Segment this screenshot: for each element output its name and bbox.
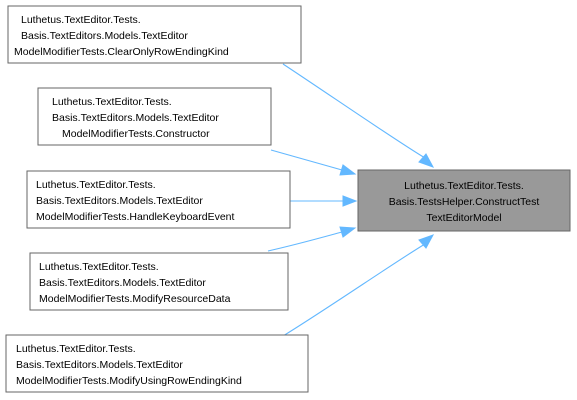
edge-caller-5 [282, 243, 426, 337]
caller-node-constructor[interactable]: Luthetus.TextEditor.Tests. Basis.TextEdi… [37, 87, 272, 146]
target-line-2: Basis.TestsHelper.ConstructTest [389, 196, 540, 208]
caller-node-clear-only-row-ending-kind[interactable]: Luthetus.TextEditor.Tests. Basis.TextEdi… [7, 5, 302, 64]
target-line-3: TextEditorModel [426, 212, 501, 224]
caller-4-line-2: Basis.TextEditors.Models.TextEditor [39, 277, 206, 289]
edge-caller-1 [282, 63, 426, 159]
caller-3-line-1: Luthetus.TextEditor.Tests. [36, 179, 156, 191]
caller-5-line-2: Basis.TextEditors.Models.TextEditor [16, 359, 183, 371]
caller-2-line-3: ModelModifierTests.Constructor [62, 128, 210, 140]
caller-node-handle-keyboard-event[interactable]: Luthetus.TextEditor.Tests. Basis.TextEdi… [26, 170, 291, 229]
caller-node-modify-resource-data[interactable]: Luthetus.TextEditor.Tests. Basis.TextEdi… [29, 252, 289, 311]
caller-2-line-2: Basis.TextEditors.Models.TextEditor [52, 112, 219, 124]
caller-5-line-3: ModelModifierTests.ModifyUsingRowEndingK… [16, 375, 242, 387]
caller-4-line-1: Luthetus.TextEditor.Tests. [39, 261, 159, 273]
edge-caller-2 [270, 149, 343, 171]
caller-2-line-1: Luthetus.TextEditor.Tests. [52, 96, 172, 108]
caller-3-line-2: Basis.TextEditors.Models.TextEditor [36, 195, 203, 207]
caller-1-line-1: Luthetus.TextEditor.Tests. [21, 14, 141, 26]
caller-node-modify-using-row-ending-kind[interactable]: Luthetus.TextEditor.Tests. Basis.TextEdi… [5, 334, 309, 393]
arrowhead-3 [342, 195, 358, 207]
arrowhead-4 [339, 226, 357, 238]
edges [267, 63, 435, 337]
caller-3-line-3: ModelModifierTests.HandleKeyboardEvent [36, 211, 235, 223]
caller-1-line-2: Basis.TextEditors.Models.TextEditor [21, 30, 188, 42]
target-node-construct-test-text-editor-model[interactable]: Luthetus.TextEditor.Tests. Basis.TestsHe… [357, 169, 571, 232]
arrowhead-5 [418, 234, 435, 249]
arrowhead-1 [418, 153, 435, 168]
target-line-1: Luthetus.TextEditor.Tests. [404, 180, 524, 192]
edge-caller-4 [267, 231, 343, 252]
caller-1-line-3: ModelModifierTests.ClearOnlyRowEndingKin… [14, 46, 229, 58]
caller-4-line-3: ModelModifierTests.ModifyResourceData [39, 293, 231, 305]
caller-5-line-1: Luthetus.TextEditor.Tests. [16, 343, 136, 355]
arrowhead-2 [339, 164, 357, 176]
